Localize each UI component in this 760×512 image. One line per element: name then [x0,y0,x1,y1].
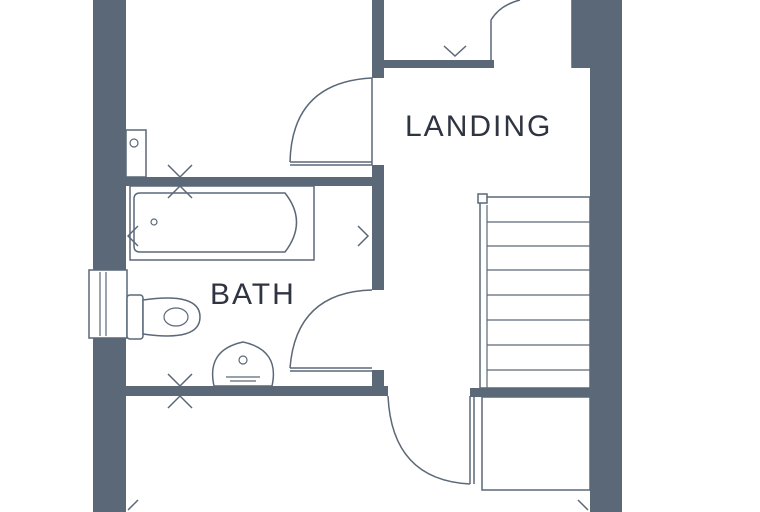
wall-cupboard-vertical [372,0,384,78]
dimension-markers [126,45,589,511]
wall-cupboard-bottom [372,60,494,68]
window-bath [88,269,128,339]
room-label-landing: LANDING [405,110,552,143]
door-lower [387,395,471,485]
wall-bath-top [126,177,384,186]
radiator [125,129,147,178]
bathtub [129,185,315,261]
room-label-bath: BATH [210,278,296,311]
wall-bath-bottom [126,386,388,396]
wall-bath-right [372,165,384,290]
wall-left-lower [93,338,126,512]
wall-right [590,0,622,512]
wall-bath-right-lower [372,370,384,390]
stairs [477,193,591,491]
wall-left-upper [93,0,126,272]
toilet [126,294,201,340]
door-bath [289,289,373,369]
door-landing-upper [289,77,373,165]
basin [211,341,275,387]
walls [93,0,622,512]
door-cupboard [490,0,521,68]
doors [289,0,579,485]
wall-upper-right-stub [572,0,590,68]
wall-stair-bottom [470,388,590,397]
